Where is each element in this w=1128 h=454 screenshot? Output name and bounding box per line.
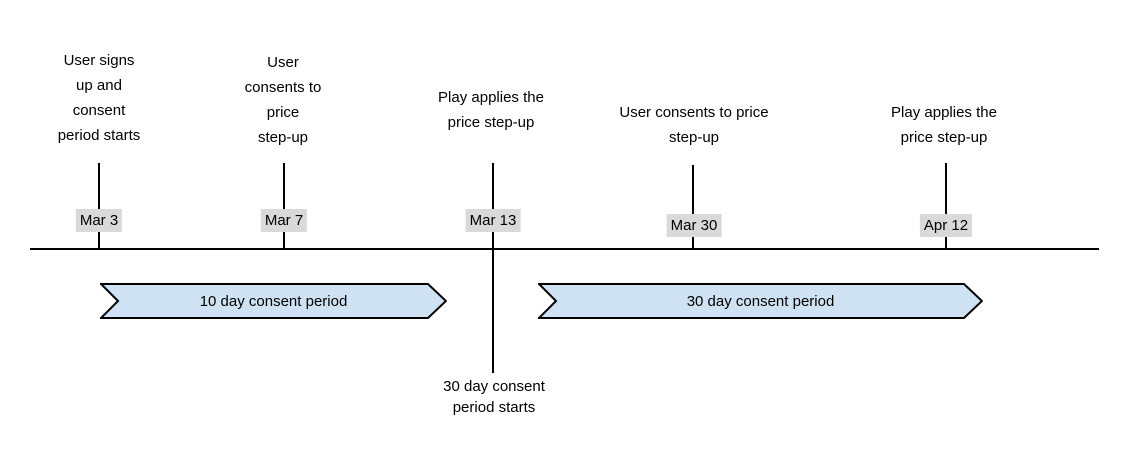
banner-arrow-shape — [100, 283, 447, 319]
tick-mar-13 — [492, 163, 494, 373]
tick-mar-3 — [98, 163, 100, 249]
event-label-second-apply: Play applies the price step-up — [891, 104, 997, 146]
event-label-first-apply: Play applies the price step-up — [438, 89, 544, 131]
date-chip-mar-3: Mar 3 — [75, 209, 123, 232]
event-label-signup: User signs up and consent period starts — [57, 52, 141, 144]
event-label-second-consent: User consents to price step-up — [619, 104, 769, 146]
date-chip-mar-7: Mar 7 — [260, 209, 308, 232]
banner-label-30-day: 30 day consent period — [686, 292, 835, 310]
footnote-30-day-period-starts: 30 day consent period starts — [443, 378, 545, 416]
timeline-axis — [30, 248, 1099, 250]
tick-apr-12 — [945, 163, 947, 249]
event-label-first-consent: User consents to price step-up — [244, 54, 322, 146]
tick-mar-7 — [283, 163, 285, 249]
tick-mar-30 — [692, 165, 694, 249]
consent-period-banner-30-day: 30 day consent period — [538, 283, 983, 319]
date-chip-apr-12: Apr 12 — [919, 214, 973, 237]
banner-label-10-day: 10 day consent period — [199, 292, 348, 310]
banner-arrow-shape — [538, 283, 983, 319]
date-chip-mar-13: Mar 13 — [465, 209, 521, 232]
consent-period-banner-10-day: 10 day consent period — [100, 283, 447, 319]
date-chip-mar-30: Mar 30 — [666, 214, 722, 237]
